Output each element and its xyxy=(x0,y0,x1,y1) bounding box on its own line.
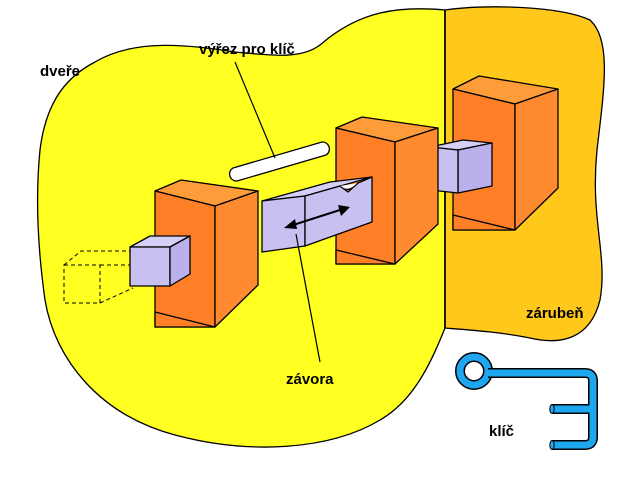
label-door: dveře xyxy=(40,63,80,80)
bolt-movement-arrow xyxy=(284,205,350,229)
key-icon xyxy=(455,352,598,450)
bolt-end xyxy=(129,235,191,287)
bolt-dashed-outline xyxy=(63,250,135,304)
label-key: klíč xyxy=(489,423,514,440)
bolt-bar-far xyxy=(429,139,493,194)
pointer-lines xyxy=(234,61,321,363)
key-slot xyxy=(229,141,330,182)
label-frame: zárubeň xyxy=(526,305,584,322)
bolt-pointer xyxy=(295,233,321,363)
door-guide-block xyxy=(154,179,259,328)
key-slot-pointer xyxy=(234,61,276,159)
label-key-slot: výřez pro klíč xyxy=(199,41,295,58)
bolt-bar xyxy=(261,176,373,253)
label-bolt: závora xyxy=(286,371,334,388)
